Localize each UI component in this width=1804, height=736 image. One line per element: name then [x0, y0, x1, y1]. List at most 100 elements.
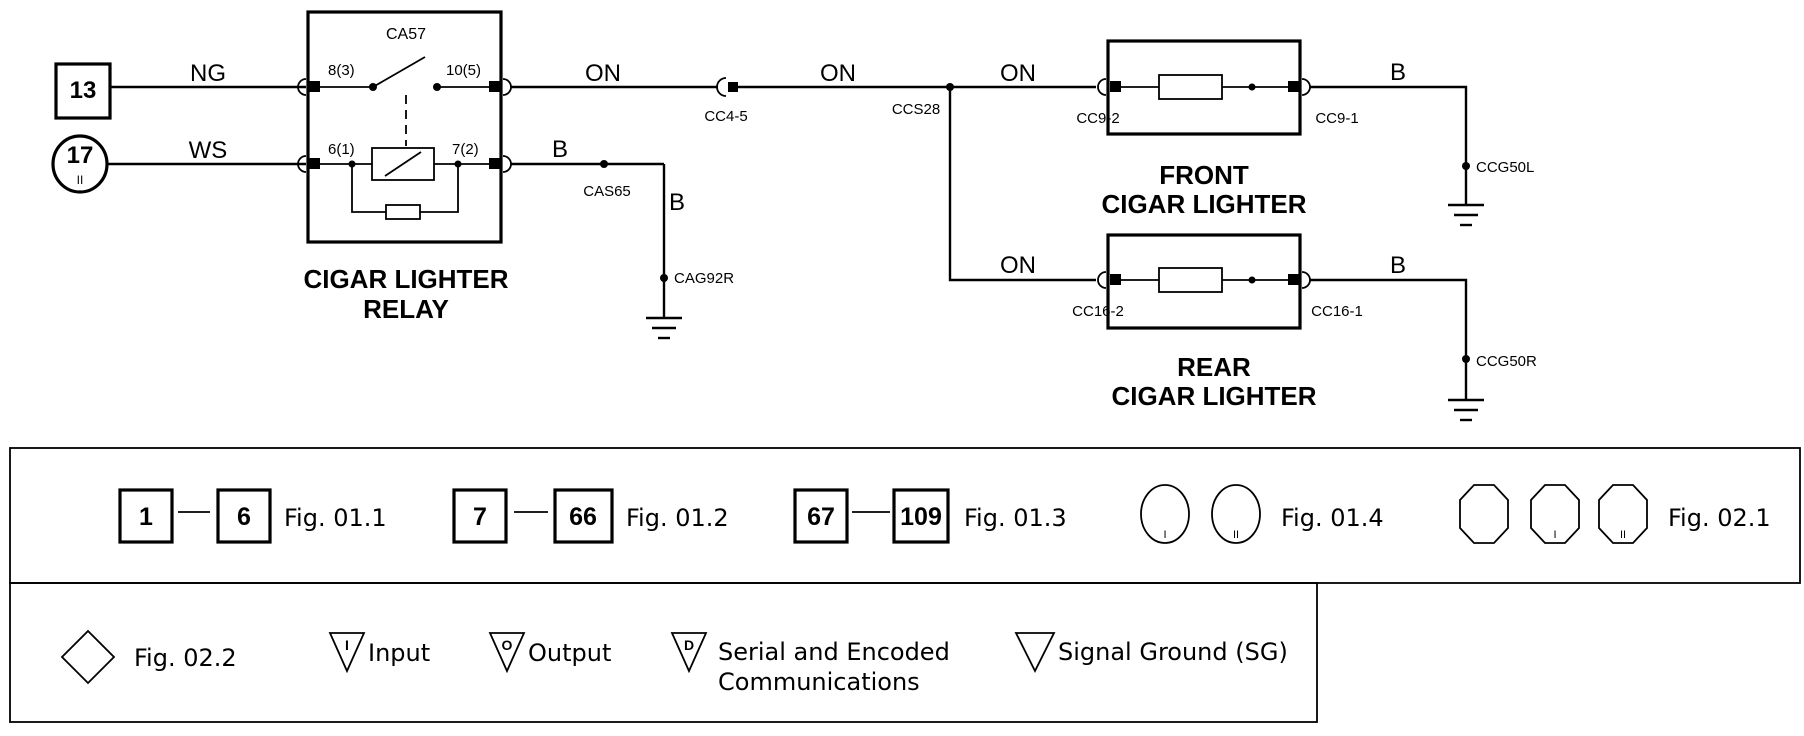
legend-serial-letter: D — [684, 637, 694, 653]
legend-ref-boxes-01-3: 67 109 — [793, 488, 950, 544]
front-connector-left — [1097, 78, 1107, 96]
relay-resistor — [385, 204, 421, 220]
front-cigar-lighter-box — [1106, 39, 1302, 136]
relay-name: CA57 — [386, 26, 426, 43]
legend-ref-boxes-01-2: 7 66 — [452, 488, 614, 544]
front-internal-node — [1248, 83, 1256, 91]
svg-text:67: 67 — [807, 503, 835, 531]
legend-circle-symbols: I II — [1140, 484, 1261, 544]
legend-fig-02-2: Fig. 02.2 — [134, 644, 237, 672]
wire-b-front — [1310, 85, 1468, 205]
ground-cag92r-label: CAG92R — [674, 270, 734, 287]
connector-cc4-5-label: CC4-5 — [704, 108, 747, 125]
reference-circle-17-label: 17 — [67, 142, 94, 169]
wire-ng-label: NG — [190, 60, 226, 87]
connector-cc4-5-terminal — [728, 82, 738, 92]
relay-pin-7-terminal — [489, 158, 500, 169]
connector-cc16-1-label: CC16-1 — [1311, 303, 1363, 320]
legend-row-2 — [9, 582, 1318, 723]
connector-cc16-2-label: CC16-2 — [1072, 303, 1124, 320]
legend-input-letter: I — [345, 637, 349, 653]
legend-serial-label-1: Serial and Encoded — [718, 638, 950, 666]
svg-text:7: 7 — [473, 503, 487, 531]
rear-connector-right — [1301, 271, 1311, 289]
legend-output-letter: O — [502, 637, 513, 653]
svg-text:I: I — [1163, 529, 1166, 541]
svg-text:66: 66 — [569, 503, 597, 531]
front-terminal-right — [1288, 81, 1299, 92]
legend-fig-02-1: Fig. 02.1 — [1668, 504, 1771, 532]
ground-point-ccg50r — [1462, 355, 1470, 363]
legend-output-triangle-icon — [488, 632, 526, 674]
relay-title-line1: CIGAR LIGHTER — [303, 264, 508, 294]
legend-output-label: Output — [528, 639, 611, 667]
reference-circle-17-sub: II — [77, 173, 84, 187]
splice-ccs28-label: CCS28 — [892, 101, 940, 118]
ground-point-cag92r — [660, 274, 668, 282]
relay-connector-7 — [502, 155, 512, 173]
front-terminal-left — [1110, 81, 1121, 92]
ground-ccg50l-label: CCG50L — [1476, 159, 1534, 176]
svg-text:I: I — [1553, 529, 1556, 541]
wire-on-2-label: ON — [820, 60, 856, 87]
svg-text:6: 6 — [237, 503, 251, 531]
rear-title-line1: REAR — [1177, 352, 1251, 382]
svg-text:1: 1 — [139, 503, 153, 531]
splice-cas65-label: CAS65 — [583, 183, 631, 200]
legend-input-triangle-icon — [328, 632, 366, 674]
relay-pin-8-terminal — [309, 81, 320, 92]
ground-symbol-ccg50r — [1448, 398, 1484, 422]
relay-pin-6-label: 6(1) — [328, 141, 355, 158]
ground-ccg50r-label: CCG50R — [1476, 353, 1537, 370]
connector-cc9-1-label: CC9-1 — [1315, 110, 1358, 127]
wire-ws-label: WS — [189, 137, 228, 164]
relay-connector-8 — [297, 78, 307, 96]
svg-text:109: 109 — [900, 503, 942, 531]
legend-signal-ground-label: Signal Ground (SG) — [1058, 638, 1288, 666]
ground-symbol-cag92r — [646, 316, 682, 340]
rear-terminal-left — [1110, 274, 1121, 285]
wire-on-4 — [948, 87, 1096, 282]
rear-title-line2: CIGAR LIGHTER — [1111, 381, 1316, 411]
relay-coil — [371, 147, 435, 181]
relay-resistor-branch — [351, 164, 459, 213]
rear-connector-left — [1097, 271, 1107, 289]
legend-input-label: Input — [368, 639, 430, 667]
connector-cc4-5-shell — [716, 77, 727, 97]
wire-b-relay-down-label: B — [669, 189, 685, 216]
connector-cc9-2-label: CC9-2 — [1076, 110, 1119, 127]
legend-serial-label-2: Communications — [718, 668, 920, 696]
relay-title-line2: RELAY — [363, 294, 449, 324]
relay-pin-6-terminal — [309, 158, 320, 169]
wire-on-1-label: ON — [585, 60, 621, 87]
svg-text:II: II — [1233, 529, 1239, 541]
wire-on-3-label: ON — [1000, 60, 1036, 87]
wire-b-front-label: B — [1390, 59, 1406, 86]
relay-pin-8-label: 8(3) — [328, 62, 355, 79]
rear-internal-node — [1248, 276, 1256, 284]
legend-diamond-symbol — [60, 629, 116, 685]
legend-fig-01-1: Fig. 01.1 — [284, 504, 387, 532]
rear-cigar-lighter-box — [1106, 233, 1302, 330]
front-connector-right — [1301, 78, 1311, 96]
reference-box-13 — [54, 62, 112, 120]
relay-pin-10-terminal — [489, 81, 500, 92]
wire-b-rear — [1310, 278, 1468, 400]
front-title-line2: CIGAR LIGHTER — [1101, 189, 1306, 219]
relay-coil-diagonal — [384, 151, 422, 177]
svg-text:II: II — [1620, 529, 1626, 541]
wire-on-4-label: ON — [1000, 252, 1036, 279]
relay-connector-6 — [297, 155, 307, 173]
reference-box-13-label: 13 — [70, 77, 97, 104]
splice-cas65 — [600, 160, 608, 168]
relay-pin-10-label: 10(5) — [446, 62, 481, 79]
ground-symbol-ccg50l — [1448, 203, 1484, 227]
relay-switch-blade — [372, 56, 426, 88]
legend-fig-01-2: Fig. 01.2 — [626, 504, 729, 532]
wire-b-rear-label: B — [1390, 252, 1406, 279]
front-title-line1: FRONT — [1159, 160, 1249, 190]
legend-serial-triangle-icon — [670, 632, 708, 674]
legend-signal-ground-triangle-icon — [1014, 632, 1056, 674]
wire-b-relay-label: B — [552, 136, 568, 163]
